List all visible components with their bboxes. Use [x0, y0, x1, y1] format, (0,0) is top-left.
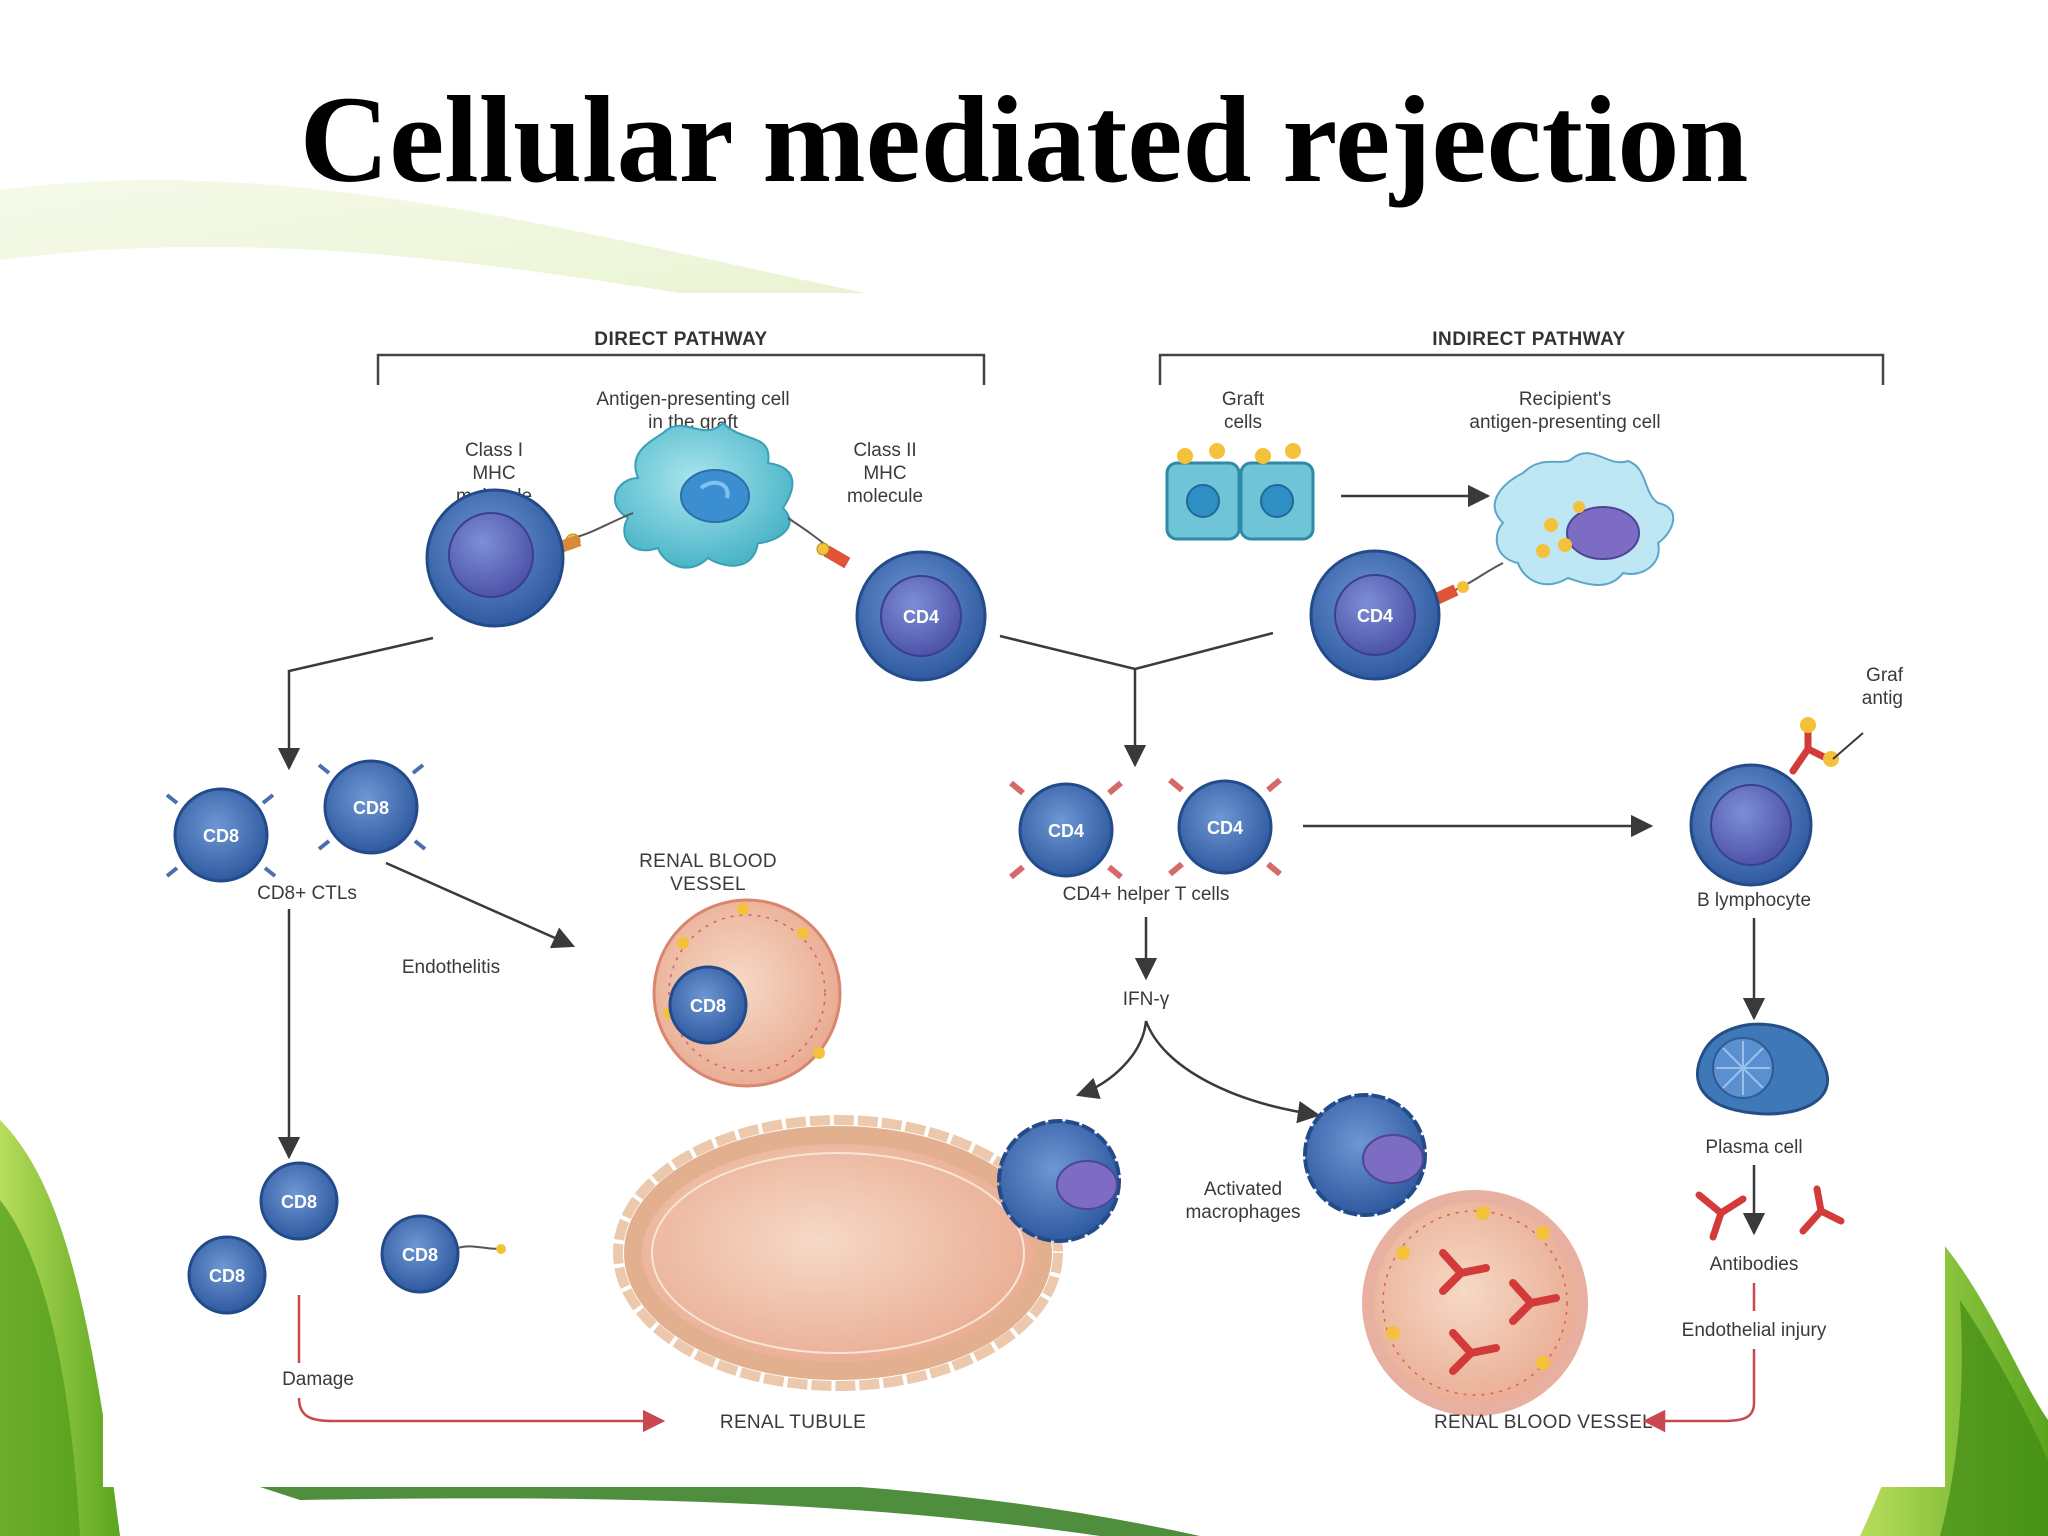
plasma-cell — [1696, 1022, 1830, 1116]
antibodies-label: Antibodies — [1710, 1254, 1799, 1275]
cd4-helper-cell-1: CD4 — [1009, 780, 1123, 880]
direct-pathway-bracket — [376, 353, 986, 385]
cd8-label-3: CD8 — [281, 1192, 317, 1212]
class1-label-line2: MHC — [472, 463, 515, 484]
slide-title: Cellular mediated rejection — [299, 71, 1749, 208]
cd4-helper-cell-2: CD4 — [1168, 777, 1282, 877]
rejection-diagram: DIRECT PATHWAY INDIRECT PATHWAY Antigen-… — [165, 329, 1904, 1487]
indirect-pathway-bracket — [1158, 353, 1885, 385]
cd4-tcell-direct: CD4 — [855, 550, 987, 682]
activated-macrophages-line1: Activated — [1204, 1179, 1282, 1200]
cd4-tcell-indirect: CD4 — [1309, 549, 1441, 681]
cd8-label-vessel: CD8 — [690, 996, 726, 1016]
graft-cells — [1165, 443, 1315, 541]
endothelitis-label: Endothelitis — [402, 957, 500, 978]
antibodies-icon — [1695, 1185, 1845, 1241]
class1-mhc-connector — [556, 512, 634, 554]
cd8-label-5: CD8 — [402, 1245, 438, 1265]
cd8-ctl-cell-1: CD8 — [165, 787, 277, 883]
class2-mhc-connector — [787, 517, 851, 569]
cd8-tcell-top — [425, 488, 565, 628]
renal-blood-vessel-small: CD8 — [652, 898, 842, 1088]
indirect-mhc-connector — [1431, 562, 1504, 606]
cd8-label-1: CD8 — [203, 826, 239, 846]
cd4-helper-label-1: CD4 — [1048, 821, 1084, 841]
ifn-gamma-label: IFN-γ — [1123, 989, 1170, 1010]
cd4-label-direct: CD4 — [903, 607, 939, 627]
renal-blood-vessel-label-line1: RENAL BLOOD — [639, 851, 777, 872]
graft-antigen-line1: Graf — [1866, 665, 1904, 686]
plasma-cell-label: Plasma cell — [1705, 1137, 1802, 1158]
class2-label-line1: Class II — [853, 440, 916, 461]
b-lymphocyte-cell — [1689, 763, 1813, 887]
graft-cells-line2: cells — [1224, 412, 1262, 433]
damage-label: Damage — [282, 1369, 354, 1390]
renal-blood-vessel-label-line2: VESSEL — [670, 874, 746, 895]
endothelial-injury-label: Endothelial injury — [1682, 1320, 1827, 1341]
recipient-apc-line2: antigen-presenting cell — [1469, 412, 1660, 433]
renal-tubule-label: RENAL TUBULE — [720, 1412, 866, 1433]
cd8-ctls-label: CD8+ CTLs — [257, 883, 357, 904]
renal-blood-vessel-large — [1362, 1190, 1588, 1416]
cd8-cluster-bottom: CD8 CD8 CD8 — [187, 1161, 506, 1315]
direct-pathway-header: DIRECT PATHWAY — [594, 329, 767, 350]
b-lymphocyte-label: B lymphocyte — [1697, 890, 1811, 911]
graft-antigen-line2: antig — [1862, 688, 1903, 709]
cd4-helper-label-2: CD4 — [1207, 818, 1243, 838]
cd8-label-4: CD8 — [209, 1266, 245, 1286]
class1-label-line1: Class I — [465, 440, 523, 461]
macrophage-2 — [1303, 1093, 1427, 1217]
graft-antigen-antibody — [1789, 717, 1864, 775]
diagram-panel: DIRECT PATHWAY INDIRECT PATHWAY Antigen-… — [103, 293, 1945, 1487]
apc-label-line1: Antigen-presenting cell — [596, 389, 789, 410]
cd4-label-indirect: CD4 — [1357, 606, 1393, 626]
graft-cells-line1: Graft — [1222, 389, 1265, 410]
renal-blood-vessels-label: RENAL BLOOD VESSELS — [1434, 1412, 1666, 1433]
macrophage-1 — [997, 1119, 1121, 1243]
renal-tubule — [613, 1115, 1063, 1391]
recipient-apc-line1: Recipient's — [1519, 389, 1611, 410]
indirect-pathway-header: INDIRECT PATHWAY — [1432, 329, 1625, 350]
class2-label-line2: MHC — [863, 463, 906, 484]
class2-label-line3: molecule — [847, 486, 923, 507]
cd4-helper-label: CD4+ helper T cells — [1063, 884, 1230, 905]
cd8-ctl-cell-2: CD8 — [317, 759, 427, 855]
cd8-label-2: CD8 — [353, 798, 389, 818]
graft-apc-cell — [614, 421, 794, 569]
recipient-apc-cell — [1493, 452, 1675, 586]
activated-macrophages-line2: macrophages — [1185, 1202, 1300, 1223]
